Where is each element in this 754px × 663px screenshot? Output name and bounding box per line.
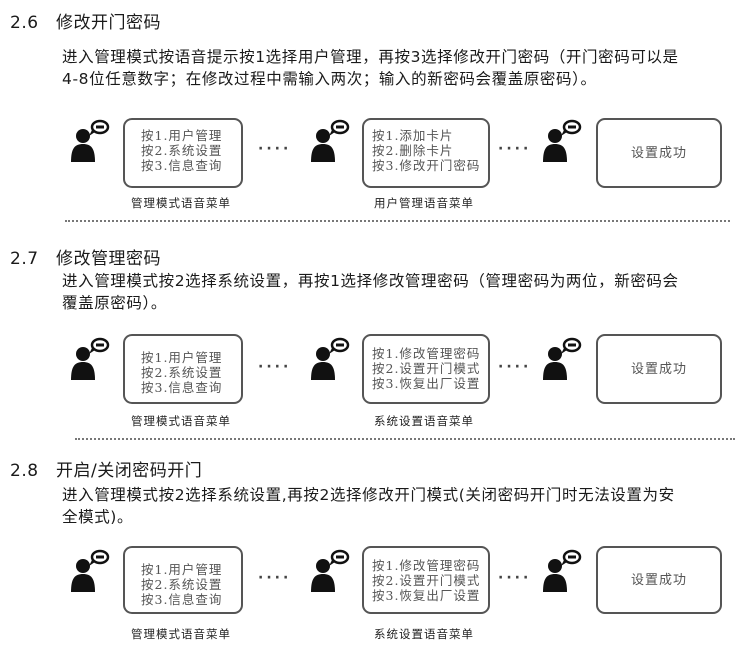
result-text: 设置成功 — [630, 361, 687, 377]
menu-caption: 用户管理语音菜单 — [374, 196, 474, 210]
menu-item: 按2.设置开门模式 — [372, 573, 481, 588]
section-heading-2-6: 2.6 修改开门密码 — [10, 8, 161, 33]
menu-item: 按1.用户管理 — [141, 562, 223, 577]
person-speaking-icon — [310, 118, 354, 164]
section-body-2-6: 进入管理模式按语音提示按1选择用户管理，再按3选择修改开门密码（开门密码可以是 … — [62, 46, 742, 90]
menu-caption: 管理模式语音菜单 — [131, 627, 231, 641]
person-speaking-icon — [310, 548, 354, 594]
body-line: 覆盖原密码）。 — [62, 294, 167, 312]
menu-item: 按2.系统设置 — [141, 143, 223, 158]
connector-dots: ···· — [498, 141, 532, 157]
section-number: 2.8 — [10, 461, 39, 481]
section-heading-2-7: 2.7 修改管理密码 — [10, 244, 161, 269]
person-speaking-icon — [70, 548, 114, 594]
section-title: 修改管理密码 — [56, 249, 161, 269]
body-line: 进入管理模式按2选择系统设置,再按2选择修改开门模式(关闭密码开门时无法设置为安 — [62, 486, 675, 504]
menu-item: 按3.修改开门密码 — [372, 158, 481, 173]
menu-item: 按2.系统设置 — [141, 365, 223, 380]
body-line: 进入管理模式按语音提示按1选择用户管理，再按3选择修改开门密码（开门密码可以是 — [62, 48, 679, 66]
menu-caption: 管理模式语音菜单 — [131, 414, 231, 428]
result-box: 设置成功 — [596, 118, 722, 188]
system-menu-box: 按1.修改管理密码 按2.设置开门模式 按3.恢复出厂设置 — [362, 334, 490, 404]
person-speaking-icon — [542, 336, 586, 382]
menu-item: 按1.用户管理 — [141, 128, 223, 143]
menu-item: 按3.恢复出厂设置 — [372, 588, 481, 603]
section-number: 2.6 — [10, 13, 39, 33]
person-speaking-icon — [542, 548, 586, 594]
menu-caption: 系统设置语音菜单 — [374, 627, 474, 641]
section-separator — [75, 438, 735, 440]
section-heading-2-8: 2.8 开启/关闭密码开门 — [10, 456, 202, 481]
user-menu-box: 按1.添加卡片 按2.删除卡片 按3.修改开门密码 — [362, 118, 490, 188]
section-body-2-7: 进入管理模式按2选择系统设置，再按1选择修改管理密码（管理密码为两位，新密码会 … — [62, 270, 742, 314]
person-speaking-icon — [70, 336, 114, 382]
result-box: 设置成功 — [596, 546, 722, 614]
menu-item: 按3.信息查询 — [141, 158, 223, 173]
person-speaking-icon — [310, 336, 354, 382]
result-box: 设置成功 — [596, 334, 722, 404]
admin-menu-box: 按1.用户管理 按2.系统设置 按3.信息查询 — [123, 118, 243, 188]
connector-dots: ···· — [498, 570, 532, 586]
admin-menu-box: 按1.用户管理 按2.系统设置 按3.信息查询 — [123, 334, 243, 404]
section-separator — [65, 220, 730, 222]
menu-item: 按2.系统设置 — [141, 577, 223, 592]
connector-dots: ···· — [258, 141, 292, 157]
menu-item: 按3.恢复出厂设置 — [372, 376, 481, 391]
person-speaking-icon — [542, 118, 586, 164]
person-speaking-icon — [70, 118, 114, 164]
menu-item: 按1.修改管理密码 — [372, 558, 481, 573]
menu-item: 按2.设置开门模式 — [372, 361, 481, 376]
menu-item: 按3.信息查询 — [141, 592, 223, 607]
system-menu-box: 按1.修改管理密码 按2.设置开门模式 按3.恢复出厂设置 — [362, 546, 490, 614]
body-line: 进入管理模式按2选择系统设置，再按1选择修改管理密码（管理密码为两位，新密码会 — [62, 272, 679, 290]
section-title: 开启/关闭密码开门 — [56, 461, 203, 481]
menu-item: 按3.信息查询 — [141, 380, 223, 395]
body-line: 全模式)。 — [62, 508, 134, 526]
connector-dots: ···· — [258, 570, 292, 586]
menu-item: 按1.修改管理密码 — [372, 346, 481, 361]
menu-caption: 管理模式语音菜单 — [131, 196, 231, 210]
section-title: 修改开门密码 — [56, 13, 161, 33]
menu-item: 按1.用户管理 — [141, 350, 223, 365]
connector-dots: ···· — [258, 359, 292, 375]
admin-menu-box: 按1.用户管理 按2.系统设置 按3.信息查询 — [123, 546, 243, 614]
connector-dots: ···· — [498, 359, 532, 375]
menu-caption: 系统设置语音菜单 — [374, 414, 474, 428]
result-text: 设置成功 — [630, 145, 687, 161]
menu-item: 按1.添加卡片 — [372, 128, 454, 143]
menu-item: 按2.删除卡片 — [372, 143, 454, 158]
body-line: 4-8位任意数字；在修改过程中需输入两次；输入的新密码会覆盖原密码）。 — [62, 70, 597, 88]
result-text: 设置成功 — [630, 572, 687, 588]
section-body-2-8: 进入管理模式按2选择系统设置,再按2选择修改开门模式(关闭密码开门时无法设置为安… — [62, 484, 742, 528]
section-number: 2.7 — [10, 249, 39, 269]
